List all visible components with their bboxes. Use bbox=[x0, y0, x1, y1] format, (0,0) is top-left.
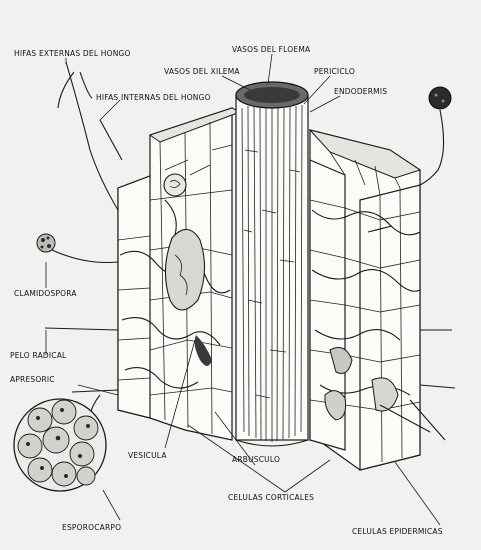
label-vasos-floema: VASOS DEL FLOEMA bbox=[232, 45, 311, 54]
label-vesicula: VESICULA bbox=[128, 451, 167, 460]
xylem-core-top bbox=[244, 87, 300, 103]
label-clamidospora: CLAMIDOSPORA bbox=[14, 289, 77, 298]
label-periciclo: PERICICLO bbox=[314, 67, 355, 76]
label-hifas-externas: HIFAS EXTERNAS DEL HONGO bbox=[14, 49, 131, 58]
label-esporocarpo: ESPOROCARPO bbox=[62, 523, 121, 532]
label-hifas-internas: HIFAS INTERNAS DEL HONGO bbox=[96, 93, 211, 102]
label-endodermis: ENDODERMIS bbox=[334, 87, 387, 96]
label-vasos-xilema: VASOS DEL XILEMA bbox=[164, 67, 240, 76]
root-block bbox=[118, 82, 420, 470]
clamidospora-spore bbox=[37, 234, 55, 252]
label-apresorio: APRESORIC bbox=[10, 375, 55, 384]
epidermis-left-strip bbox=[118, 176, 150, 418]
external-spore-right bbox=[429, 87, 451, 109]
esporocarpo-sporocarp bbox=[14, 399, 106, 491]
label-celulas-epidermicas: CELULAS EPIDERMICAS bbox=[352, 527, 443, 536]
epidermis-right-strip bbox=[360, 185, 420, 470]
label-arbusculo: ARBUSCULO bbox=[232, 455, 280, 464]
label-pelo-radical: PELO RADICAL bbox=[10, 351, 67, 360]
label-celulas-corticales: CELULAS CORTICALES bbox=[228, 493, 314, 502]
